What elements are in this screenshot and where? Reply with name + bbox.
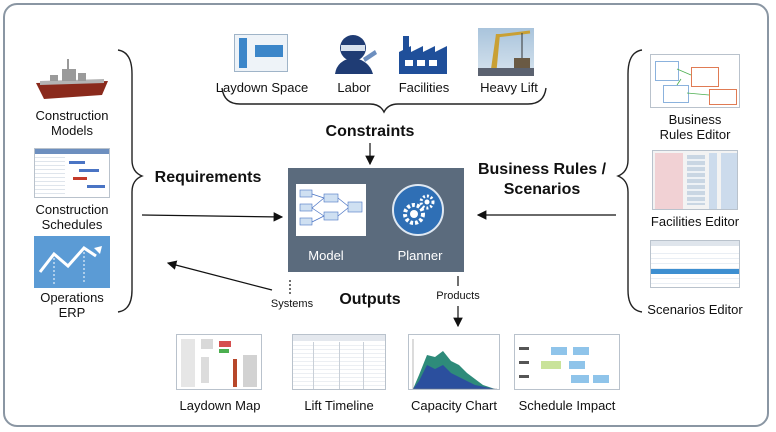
lift-timeline-icon xyxy=(292,334,386,390)
scenarios-editor-icon xyxy=(650,240,740,288)
crane-icon xyxy=(478,28,534,76)
requirements-title: Requirements xyxy=(154,169,262,186)
scenarios-editor-label: Scenarios Editor xyxy=(647,302,743,317)
requirements-arrow xyxy=(141,212,284,222)
schedule-impact-label: Schedule Impact xyxy=(518,398,616,413)
schedule-impact-icon xyxy=(514,334,620,390)
ship-model-icon xyxy=(34,55,110,107)
model-label: Model xyxy=(308,248,344,263)
constraints-brace xyxy=(221,87,547,114)
systems-label: Systems xyxy=(270,298,314,310)
requirements-brace xyxy=(117,49,144,313)
planner-gears-icon xyxy=(392,184,444,236)
facilities-editor-label: Facilities Editor xyxy=(650,214,740,229)
products-label: Products xyxy=(436,290,480,302)
capacity-chart-label: Capacity Chart xyxy=(411,398,497,413)
laydown-map-label: Laydown Map xyxy=(179,398,261,413)
facilities-editor-icon xyxy=(652,150,738,210)
core-box: Model Planner xyxy=(288,168,464,272)
labor-worker-icon xyxy=(331,32,377,74)
laydown-space-icon xyxy=(234,34,288,72)
lift-timeline-label: Lift Timeline xyxy=(304,398,374,413)
business-rules-brace xyxy=(616,49,643,313)
heavy-lift-label: Heavy Lift xyxy=(480,80,538,95)
constraints-title: Constraints xyxy=(325,123,415,140)
labor-label: Labor xyxy=(337,80,371,95)
capacity-chart-icon xyxy=(408,334,500,390)
rules-editor-icon xyxy=(650,54,740,108)
model-diagram-icon xyxy=(296,184,366,236)
facilities-label: Facilities xyxy=(398,80,450,95)
operations-erp-label: Operations ERP xyxy=(40,290,104,320)
laydown-space-label: Laydown Space xyxy=(215,80,309,95)
construction-schedules-label: Construction Schedules xyxy=(35,202,109,232)
gantt-schedule-icon xyxy=(34,148,110,198)
outputs-title: Outputs xyxy=(339,291,401,308)
systems-arrow xyxy=(166,260,273,291)
erp-chart-icon xyxy=(34,236,110,288)
factory-icon xyxy=(397,32,449,74)
business-rules-title: Business Rules / Scenarios xyxy=(477,161,607,198)
planner-label: Planner xyxy=(397,248,443,263)
construction-models-label: Construction Models xyxy=(35,108,109,138)
business-rules-editor-label: Business Rules Editor xyxy=(659,112,731,142)
laydown-map-icon xyxy=(176,334,262,390)
